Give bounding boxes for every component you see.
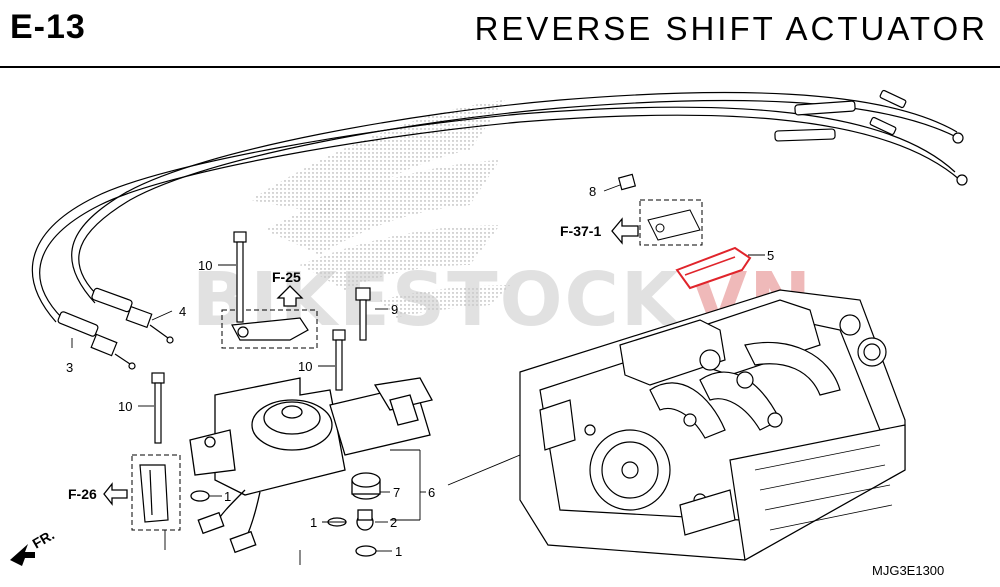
upper-bracket xyxy=(231,317,309,341)
header-divider xyxy=(0,66,1000,68)
callout-2: 2 xyxy=(390,515,397,530)
control-cables xyxy=(31,89,968,370)
callout-6: 6 xyxy=(428,485,435,500)
leader-lines xyxy=(71,184,765,565)
flange-bolts xyxy=(151,173,637,444)
callout-1-bottom: 1 xyxy=(395,544,402,559)
page-title: REVERSE SHIFT ACTUATOR xyxy=(474,10,988,47)
callout-5: 5 xyxy=(767,248,774,263)
callout-10-mid: 10 xyxy=(298,359,312,374)
front-label: FR. xyxy=(30,526,58,551)
subassembly-frames xyxy=(131,199,703,531)
callout-4: 4 xyxy=(179,304,186,319)
actuator-cover-highlight xyxy=(647,209,752,290)
shift-actuator xyxy=(189,377,433,557)
header-bar: E-13 REVERSE SHIFT ACTUATOR xyxy=(0,0,1000,66)
engine-block xyxy=(519,289,906,561)
callout-8: 8 xyxy=(589,184,596,199)
callout-1-center: 1 xyxy=(310,515,317,530)
part-callouts: 10 10 10 9 4 3 8 5 7 6 2 1 1 1 xyxy=(66,184,774,559)
lower-bracket xyxy=(139,464,169,523)
ref-f37-1: F-37-1 xyxy=(560,223,601,239)
callout-10-left: 10 xyxy=(118,399,132,414)
ref-f25: F-25 xyxy=(272,269,301,285)
wing-logo-watermark xyxy=(250,100,510,318)
ref-f26: F-26 xyxy=(68,486,97,502)
front-direction-indicator: FR. xyxy=(10,526,57,566)
callout-7: 7 xyxy=(393,485,400,500)
callout-10-upper: 10 xyxy=(198,258,212,273)
catalog-code: MJG3E1300 xyxy=(872,563,944,578)
reference-arrows xyxy=(103,217,639,506)
callout-1-left: 1 xyxy=(224,489,231,504)
callout-3: 3 xyxy=(66,360,73,375)
section-code: E-13 xyxy=(10,8,86,46)
figure-references: F-25 F-26 F-37-1 xyxy=(68,223,601,502)
callout-9: 9 xyxy=(391,302,398,317)
